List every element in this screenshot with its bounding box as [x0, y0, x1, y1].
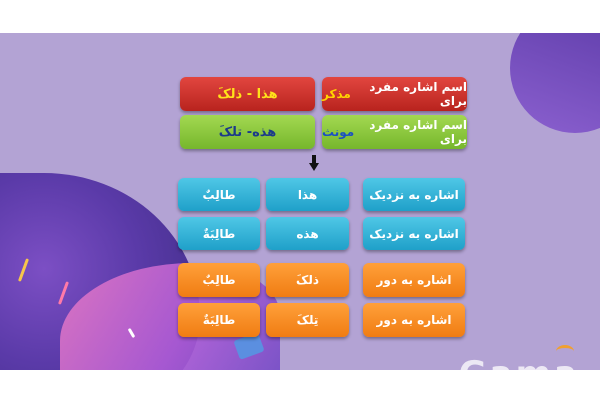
down-arrow-icon — [309, 155, 319, 171]
value-masculine: هذا - ذلکَ — [180, 77, 315, 111]
label-masculine: اسم اشاره مفرد برای مذکر — [322, 77, 467, 111]
pronoun-1: هذا — [266, 178, 349, 211]
noun-4: طالِبَةٌ — [178, 303, 260, 337]
noun-1: طالِبٌ — [178, 178, 260, 211]
noun-2: طالِبَةٌ — [178, 217, 260, 250]
desc-far-2: اشاره به دور — [363, 303, 465, 337]
value-masculine-text: هذا - ذلکَ — [217, 86, 278, 102]
label-feminine: اسم اشاره مفرد برای مونث — [322, 115, 467, 149]
brand-logo: Gama — [458, 354, 580, 394]
desc-near-1: اشاره به نزدیک — [363, 178, 465, 211]
pronoun-4: تِلکَ — [266, 303, 349, 337]
pronoun-2: هذه — [266, 217, 349, 250]
desc-far-1: اشاره به دور — [363, 263, 465, 297]
decor-shape-top-right — [510, 33, 600, 133]
desc-near-2: اشاره به نزدیک — [363, 217, 465, 250]
label-masculine-text: اسم اشاره مفرد برای — [369, 80, 467, 108]
pronoun-3: ذلکَ — [266, 263, 349, 297]
label-feminine-text: اسم اشاره مفرد برای — [369, 118, 467, 146]
value-feminine-text: هذه- تلکَ — [218, 124, 277, 140]
label-feminine-highlight: مونث — [322, 125, 355, 139]
label-masculine-highlight: مذکر — [322, 87, 351, 101]
value-feminine: هذه- تلکَ — [180, 115, 315, 149]
noun-3: طالِبٌ — [178, 263, 260, 297]
brand-arc-icon — [556, 345, 574, 358]
